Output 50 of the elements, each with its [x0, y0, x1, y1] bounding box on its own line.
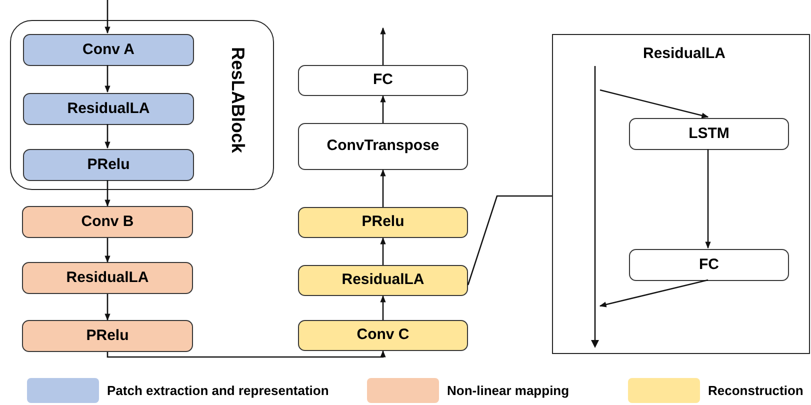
arrow	[599, 279, 708, 308]
layer-label: ResidualLA	[67, 98, 150, 119]
layer-box	[298, 320, 468, 351]
layer-label: ConvTranspose	[326, 136, 440, 156]
arrow	[104, 124, 110, 149]
arrow	[380, 27, 386, 65]
layer-label: FC	[699, 254, 719, 275]
group-title: ResLABlock	[229, 47, 247, 154]
legend-label: Patch extraction and representation	[107, 382, 329, 400]
arrow	[104, 238, 110, 263]
skip-connection-arrow	[590, 66, 600, 348]
layer-box	[298, 65, 468, 96]
arrow	[705, 149, 711, 249]
layer-label: ResidualLA	[342, 270, 424, 290]
arrow	[380, 95, 386, 123]
layer-box	[629, 249, 789, 281]
layer-box	[23, 93, 194, 125]
connector-line	[467, 195, 552, 286]
arrow	[600, 89, 709, 118]
layer-box	[22, 262, 193, 294]
layer-box	[298, 207, 468, 238]
arrow	[104, 180, 110, 207]
layer-box	[629, 118, 789, 150]
layer-label: ResidualLA	[66, 268, 149, 288]
arrow	[380, 237, 386, 265]
layer-label: Conv C	[356, 325, 410, 346]
layer-label: PRelu	[86, 326, 129, 346]
layer-box	[22, 320, 193, 352]
layer-box	[23, 34, 194, 66]
arrow	[104, 0, 110, 34]
legend-label: Reconstruction	[708, 382, 804, 400]
layer-box	[23, 149, 194, 181]
layer-label: Conv B	[81, 212, 134, 232]
legend-label: Non-linear mapping	[447, 382, 570, 400]
layer-label: Conv A	[82, 40, 134, 60]
detail-panel	[552, 34, 810, 354]
layer-box	[298, 123, 468, 170]
layer-label: FC	[373, 70, 393, 90]
arrow	[104, 294, 110, 321]
arrow	[104, 65, 110, 93]
layer-box	[22, 206, 193, 238]
arrow	[380, 295, 386, 320]
block-group	[10, 20, 274, 190]
layer-label: LSTM	[688, 124, 730, 144]
layer-label: PRelu	[362, 212, 404, 232]
layer-box	[298, 265, 468, 296]
arrow	[380, 169, 386, 207]
panel-title: ResidualLA	[643, 44, 726, 64]
arrow	[106, 350, 386, 358]
layer-label: PRelu	[87, 154, 130, 175]
